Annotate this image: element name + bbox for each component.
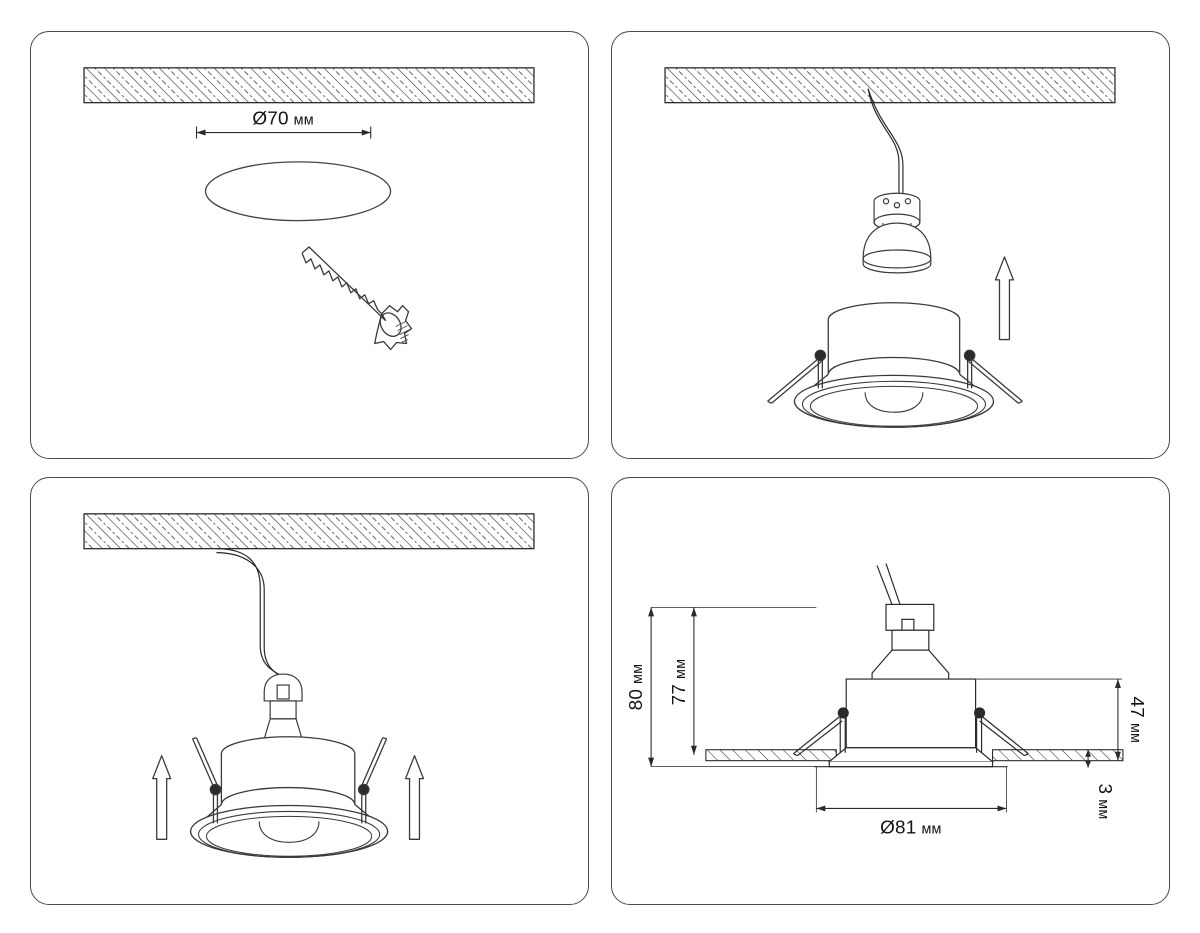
power-cable [216, 548, 287, 680]
panel-step-2-connect-lamp [611, 31, 1170, 459]
ceiling-slab [83, 67, 535, 104]
handsaw-icon [301, 246, 413, 351]
spring-clip-left [767, 349, 827, 404]
lamp-bulb [862, 222, 932, 274]
downlight-body [189, 736, 389, 858]
panel-step-3-insert-fixture [30, 477, 589, 905]
panel-step-4-dimensions: 80мм 77мм 47мм [611, 477, 1170, 905]
spring-clip-left-section [793, 707, 849, 757]
dimension-body-height: 47мм [975, 678, 1147, 761]
direction-arrow-up-left [152, 755, 172, 840]
dimension-trim-thickness: 3мм [1085, 749, 1115, 820]
dimension-label-body-height: 47мм [1126, 697, 1147, 744]
spring-clip-right [357, 737, 388, 824]
downlight-body [793, 302, 995, 428]
ceiling-slab [83, 513, 535, 550]
spring-clip-left [191, 737, 222, 824]
dimension-label-recess-depth: 77мм [669, 659, 690, 706]
power-cable [867, 88, 904, 202]
cross-section-fixture [814, 563, 1008, 768]
dimension-label-total-height: 80мм [626, 664, 647, 711]
direction-arrow-up-right [404, 755, 425, 840]
ceiling-slab [664, 67, 1116, 104]
direction-arrow-up [994, 256, 1015, 341]
spring-clip-right-section [974, 707, 1029, 757]
hole-ellipse [204, 161, 392, 222]
dimension-recess-depth: 77мм [669, 607, 697, 755]
lamp-socket-assembled [263, 673, 303, 740]
spring-clip-right [963, 349, 1023, 404]
dimension-label-trim-thickness: 3мм [1094, 784, 1115, 820]
dimension-total-height: 80мм [626, 606, 817, 768]
